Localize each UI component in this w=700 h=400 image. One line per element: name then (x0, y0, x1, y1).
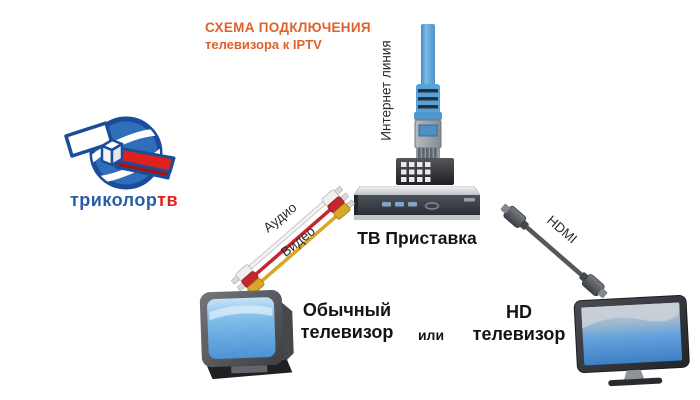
hd-tv-label: HD телевизор (464, 301, 574, 345)
or-label: или (417, 327, 445, 343)
internet-line-label: Интернет линия (378, 40, 394, 141)
logo-brand-text: триколор (69, 190, 158, 210)
regular-tv-label: Обычный телевизор (294, 299, 400, 343)
ports-panel-icon (396, 158, 454, 185)
regular-tv-label-line1: Обычный (302, 300, 392, 320)
hd-tv-label-line2: телевизор (472, 324, 566, 344)
regular-tv-label-line2: телевизор (300, 322, 394, 342)
diagram-title: СХЕМА ПОДКЛЮЧЕНИЯ (205, 20, 371, 35)
tricolor-logo-icon (64, 116, 176, 190)
flat-tv-icon (573, 294, 690, 387)
diagram-subtitle: телевизора к IPTV (205, 37, 322, 52)
diagram-title-block: СХЕМА ПОДКЛЮЧЕНИЯ телевизора к IPTV (205, 20, 425, 52)
rca-cable-icon (231, 186, 355, 298)
hd-tv-label-line1: HD (506, 302, 532, 322)
set-top-box-label: ТВ Приставка (357, 228, 477, 248)
tricolor-wordmark: триколортв (56, 190, 192, 211)
ethernet-cable-icon (414, 24, 442, 159)
crt-tv-icon (199, 290, 294, 380)
logo-brand-suffix: тв (157, 190, 179, 210)
set-top-box-icon (353, 186, 481, 220)
hdmi-cable-icon (500, 203, 608, 299)
